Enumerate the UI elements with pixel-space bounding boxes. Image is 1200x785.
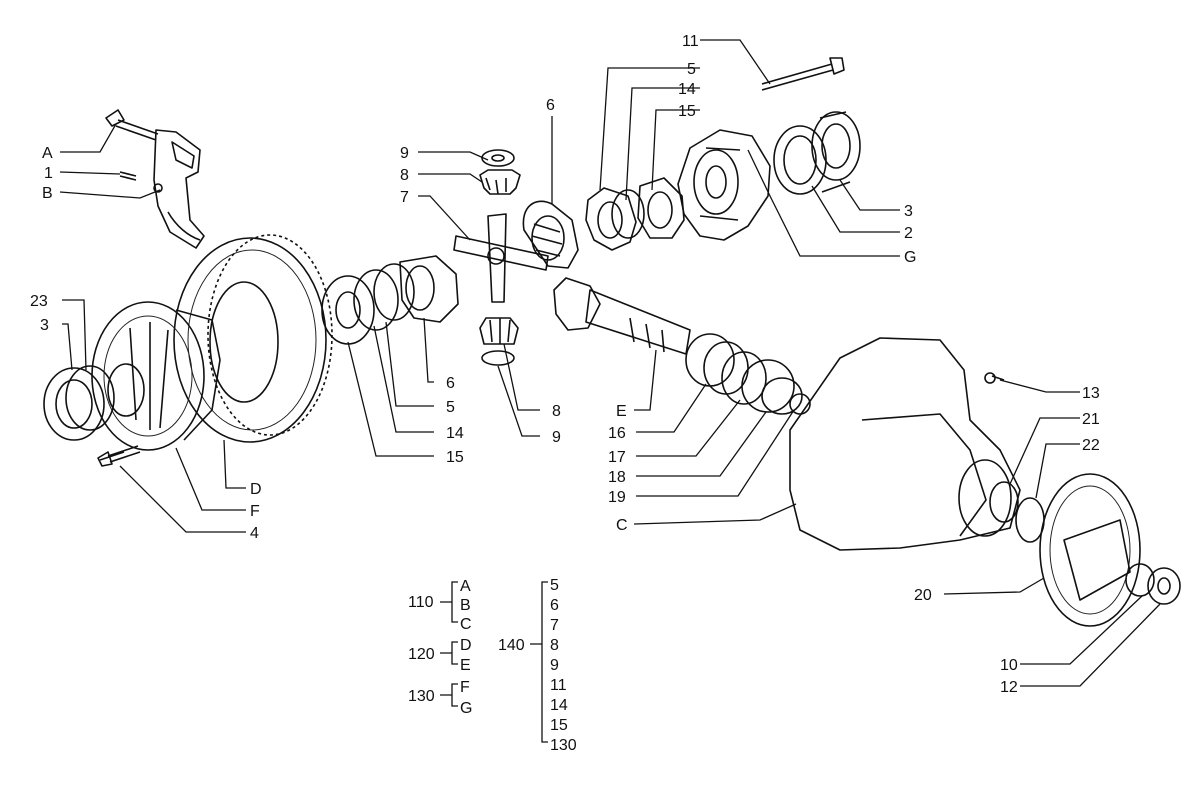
leader-lines xyxy=(59,39,1161,687)
group-140-item: 15 xyxy=(550,717,568,734)
callout-6-upper: 6 xyxy=(546,97,555,114)
diff-case-half-G-part xyxy=(677,129,771,241)
callout-15-lower: 15 xyxy=(446,449,464,466)
callout-5-upper: 5 xyxy=(687,61,696,78)
group-110-code: 110 xyxy=(408,594,434,611)
group-130-code: 130 xyxy=(408,688,435,705)
callout-6-lower: 6 xyxy=(446,375,455,392)
group-140-item: 11 xyxy=(550,677,567,694)
callout-4: 4 xyxy=(250,525,259,542)
group-140-code: 140 xyxy=(498,637,525,654)
callout-15-upper: 15 xyxy=(678,103,696,120)
group-140-item: 8 xyxy=(550,637,559,654)
callout-23: 23 xyxy=(30,293,48,310)
group-140-item: 14 xyxy=(550,697,568,714)
callout-22: 22 xyxy=(1082,437,1100,454)
taper-bearing-left-part xyxy=(43,365,115,441)
spider-gear-lower-part xyxy=(479,317,519,366)
pinion-shaft-part xyxy=(553,277,691,355)
callout-18: 18 xyxy=(608,469,626,486)
callout-G: G xyxy=(904,249,916,266)
callout-19: 19 xyxy=(608,489,626,506)
bearing-cap-part xyxy=(105,109,205,249)
group-140-item: 7 xyxy=(550,617,559,634)
group-120-item: E xyxy=(460,657,471,674)
callout-3-upper: 3 xyxy=(904,203,913,220)
callout-D: D xyxy=(250,481,262,498)
callout-13: 13 xyxy=(1082,385,1100,402)
case-bolt-part xyxy=(97,445,141,467)
group-140-item: 9 xyxy=(550,657,559,674)
callout-8-upper: 8 xyxy=(400,167,409,184)
group-140-item: 5 xyxy=(550,577,559,594)
drive-flange-part xyxy=(1039,473,1181,627)
callout-2: 2 xyxy=(904,225,913,242)
callout-21: 21 xyxy=(1082,411,1100,428)
group-110-item: B xyxy=(460,597,471,614)
callout-11: 11 xyxy=(682,33,699,50)
callout-16: 16 xyxy=(608,425,626,442)
group-140-item: 130 xyxy=(550,737,577,754)
group-120-item: D xyxy=(460,637,472,654)
callout-9-upper: 9 xyxy=(400,145,409,162)
callout-17: 17 xyxy=(608,449,626,466)
side-gear-lower-group-part xyxy=(321,255,459,345)
axle-housing-part xyxy=(789,337,1045,551)
cross-shaft-part xyxy=(453,213,549,303)
callout-1: 1 xyxy=(44,165,53,182)
callout-14-lower: 14 xyxy=(446,425,464,442)
group-120-code: 120 xyxy=(408,646,435,663)
callout-9-lower: 9 xyxy=(552,429,561,446)
pinion-bearing-stack-part xyxy=(685,333,811,415)
group-140-item: 6 xyxy=(550,597,559,614)
callout-7: 7 xyxy=(400,189,409,206)
side-gear-upper-part xyxy=(522,200,579,269)
callout-14-upper: 14 xyxy=(678,81,696,98)
kit-group-110: 110 A B C xyxy=(408,578,472,633)
thrust-washers-upper-part xyxy=(585,177,685,251)
callout-labels: 11 5 14 15 6 9 8 7 A 1 B 3 2 G 23 3 6 5 … xyxy=(30,33,1100,696)
group-110-item: C xyxy=(460,616,472,633)
group-110-item: A xyxy=(460,578,471,595)
callout-12: 12 xyxy=(1000,679,1018,696)
group-130-item: G xyxy=(460,700,472,717)
callout-F: F xyxy=(250,503,260,520)
callout-E: E xyxy=(616,403,627,420)
callout-B: B xyxy=(42,185,53,202)
spider-gear-top-part xyxy=(479,149,521,195)
diff-case-half-F-part xyxy=(91,301,221,461)
callout-C: C xyxy=(616,517,628,534)
kit-group-120: 120 D E xyxy=(408,637,472,674)
long-bolt-part xyxy=(761,57,845,91)
kit-group-140: 140 5 6 7 8 9 11 14 15 130 xyxy=(498,577,577,754)
group-130-item: F xyxy=(460,679,470,696)
callout-10: 10 xyxy=(1000,657,1018,674)
callout-3-left: 3 xyxy=(40,317,49,334)
kit-group-130: 130 F G xyxy=(408,679,472,717)
callout-8-lower: 8 xyxy=(552,403,561,420)
taper-bearing-upper-part xyxy=(773,111,861,195)
callout-5-lower: 5 xyxy=(446,399,455,416)
ring-gear-part xyxy=(173,234,333,443)
callout-A: A xyxy=(42,145,53,162)
callout-20: 20 xyxy=(914,587,932,604)
